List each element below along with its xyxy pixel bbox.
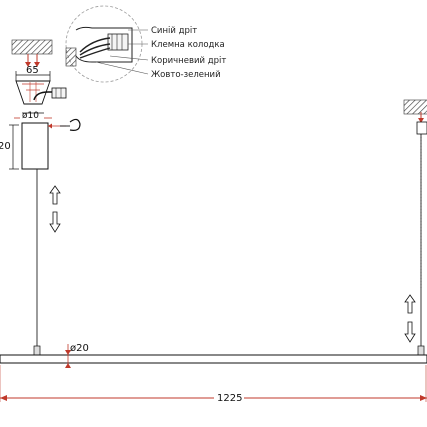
callout-brown-wire: Коричневий дріт <box>151 56 226 66</box>
lamp-bar: ø20 <box>0 343 427 368</box>
callout-terminal-block: Клемна колодка <box>151 40 225 50</box>
dim-canopy-diameter: ø10 <box>22 111 39 121</box>
right-arrow-down <box>404 321 416 343</box>
detail-wire-ground <box>79 47 111 59</box>
driver-box: 20 <box>0 118 81 170</box>
detail-terminal-block <box>107 33 129 51</box>
dim-canopy-width: 65 <box>26 65 39 76</box>
detail-wire-brown <box>79 43 111 56</box>
lamp-bar-body <box>0 354 427 364</box>
wiring-detail: Синій дріт Клемна колодка Коричневий дрі… <box>65 5 226 83</box>
detail-canopy-outline <box>75 26 133 63</box>
dim-bar-diameter: ø20 <box>70 343 89 354</box>
left-gripper <box>33 345 41 356</box>
left-suspension <box>33 169 61 356</box>
canopy-bracket <box>15 80 51 105</box>
total-length-dimension: 1225 <box>0 365 427 404</box>
right-arrow-up <box>404 294 416 314</box>
left-ceiling-mount: 65 ø10 <box>11 39 67 121</box>
detail-wire-blue <box>79 37 111 53</box>
right-ceiling-mount <box>403 99 427 356</box>
left-arrow-up <box>49 185 61 205</box>
screw-hook <box>69 118 81 131</box>
dim-canopy-height: 20 <box>0 141 11 152</box>
left-arrow-down <box>49 211 61 233</box>
right-ceiling-hatch <box>403 99 427 115</box>
right-gripper <box>417 345 425 356</box>
detail-ceiling-hatch <box>65 47 77 67</box>
callout-yellow-green-wire: Жовто-зелений <box>151 70 221 80</box>
terminal-block-small <box>51 87 67 99</box>
driver-box-body <box>21 122 49 170</box>
right-canopy <box>416 121 427 135</box>
dim-total-length: 1225 <box>217 393 242 404</box>
left-ceiling-hatch <box>11 39 53 55</box>
callout-blue-wire: Синій дріт <box>151 26 197 36</box>
